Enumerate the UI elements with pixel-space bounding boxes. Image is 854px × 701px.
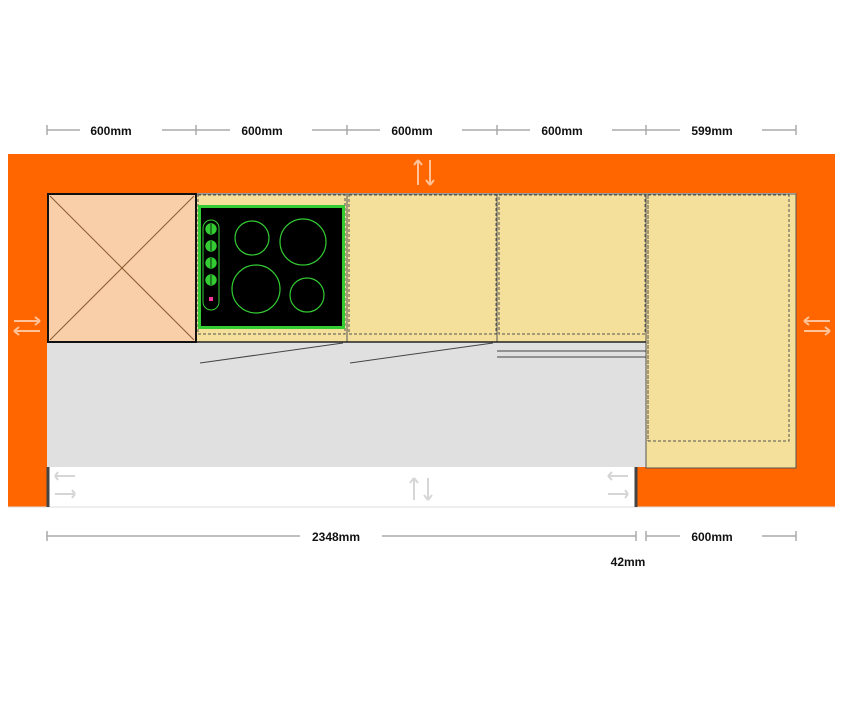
- dim-label-top-4: 600mm: [541, 124, 582, 138]
- dim-label-top-5: 599mm: [691, 124, 732, 138]
- wall-top[interactable]: [8, 154, 835, 193]
- dim-label-top-3: 600mm: [391, 124, 432, 138]
- base-unit-3[interactable]: [346, 193, 498, 343]
- walls: [8, 154, 835, 508]
- dim-label-top-1: 600mm: [90, 124, 131, 138]
- dim-label-bottom-small: 42mm: [611, 555, 646, 569]
- hob[interactable]: [198, 205, 345, 329]
- dimension-lines: [46, 125, 797, 541]
- knob-icon: [202, 219, 220, 311]
- tall-cabinet-unit[interactable]: [47, 193, 197, 343]
- wall-bottom-right[interactable]: [636, 467, 835, 507]
- dim-label-bottom-right: 600mm: [691, 530, 732, 544]
- dim-label-top-2: 600mm: [241, 124, 282, 138]
- double-arrow-icon: [13, 159, 831, 336]
- base-unit-4[interactable]: [496, 193, 647, 343]
- dim-label-bottom-left: 2348mm: [312, 530, 360, 544]
- corner-base-unit[interactable]: [645, 193, 797, 469]
- dimension-labels: 600mm 600mm 600mm 600mm 599mm 2348mm 600…: [90, 124, 732, 569]
- burner-icon: [231, 218, 327, 314]
- door-opening[interactable]: [47, 467, 636, 507]
- double-arrow-icon: [54, 471, 629, 501]
